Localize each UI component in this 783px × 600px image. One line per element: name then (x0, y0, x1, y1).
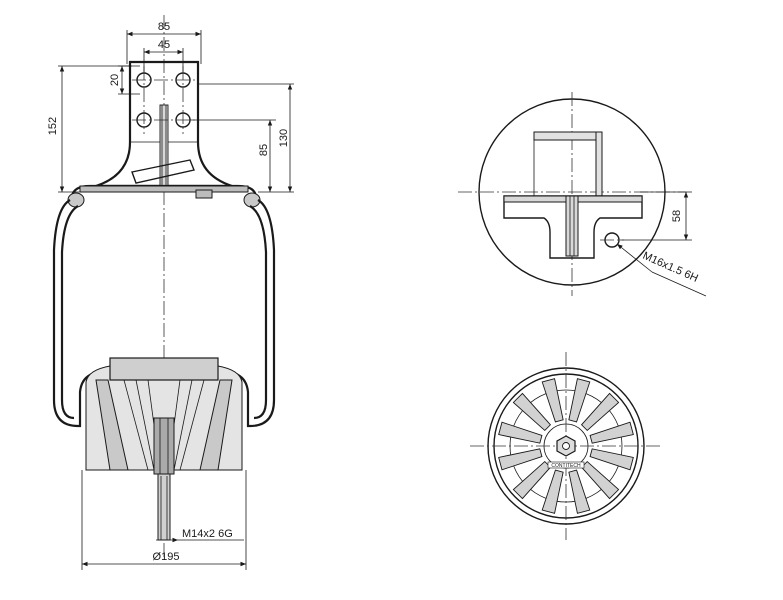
rubber-bellow (52, 199, 276, 428)
piston-rib (589, 421, 634, 444)
piston-rib (568, 378, 591, 423)
dim-hole-spacing: 20 (109, 74, 121, 86)
dim-diameter: Ø195 (153, 551, 180, 563)
piston-rib (580, 460, 620, 500)
piston-rib (512, 392, 552, 432)
piston-rib (580, 392, 620, 432)
piston-rib (541, 378, 564, 423)
dim-width-top: 85 (158, 21, 170, 33)
piston-rib (498, 421, 543, 444)
bottom-view: CONTITECH (470, 352, 662, 540)
dim-offset: 58 (671, 210, 683, 222)
brand-logo (547, 461, 585, 469)
piston-rib (568, 469, 591, 514)
piston-rib (589, 448, 634, 471)
piston-ribs (498, 378, 634, 514)
dim-thread-top: M16x1.5 6H (641, 250, 700, 285)
logo-text: CONTITECH (551, 463, 581, 469)
dim-width-inner: 45 (158, 39, 170, 51)
piston-rib (541, 469, 564, 514)
side-view: 85 45 20 152 130 85 M14x2 6G Ø195 (47, 15, 294, 570)
dim-plate-height: 130 (278, 129, 290, 147)
piston-rib (512, 460, 552, 500)
dim-total-height: 152 (47, 117, 59, 135)
dim-thread-side: M14x2 6G (182, 528, 233, 540)
piston-rib (498, 448, 543, 471)
dim-hole-height: 85 (258, 144, 270, 156)
top-view: 58 M16x1.5 6H (458, 92, 707, 297)
piston (85, 357, 243, 541)
